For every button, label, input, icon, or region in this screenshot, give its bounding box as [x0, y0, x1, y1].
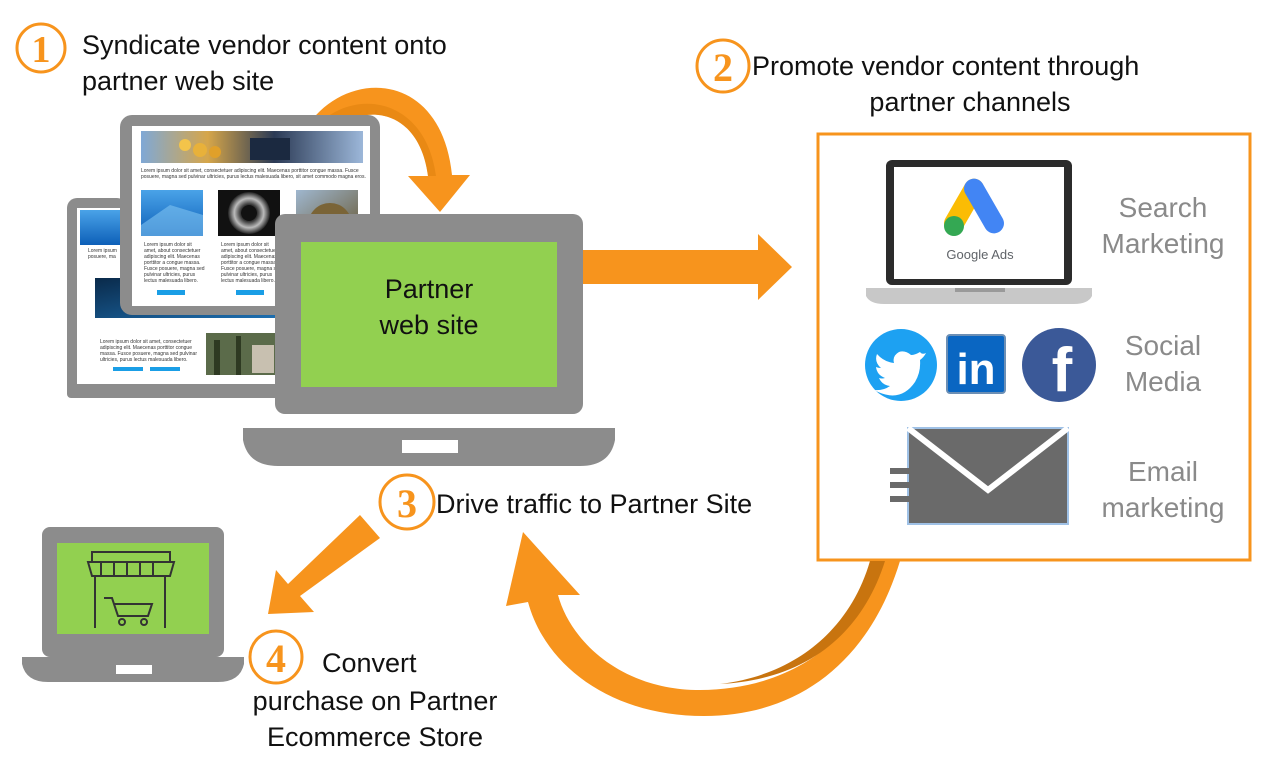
store-laptop — [22, 527, 244, 682]
partner-laptop: Partner web site — [243, 214, 615, 466]
step-number-3: 3 — [397, 481, 417, 526]
mock-lorem-back-3: massa. Fusce posuere, magna sed pulvinar — [100, 351, 197, 357]
mock-col2-line1: Lorem ipsum dolor sit — [221, 242, 269, 248]
envelope-icon — [890, 425, 1070, 525]
mock-col-2: Lorem ipsum dolor sit amet, about consec… — [221, 242, 282, 284]
step-badge-3: 3 — [378, 473, 436, 531]
channel-email-line2: marketing — [1101, 492, 1225, 523]
mock-lorem-wide-1: Lorem ipsum dolor sit amet, consectetuer… — [141, 168, 359, 174]
mock-lorem-stub-1: Lorem ipsum — [88, 248, 117, 254]
mock-col1-line2: amet, about consectetuer — [144, 248, 201, 254]
channel-social-line1: Social — [1124, 330, 1202, 361]
channel-search-line2: Marketing — [1101, 228, 1225, 259]
mock-col1-line6: pulvinar ultricies, purus — [144, 272, 196, 278]
arrow-to-channels — [583, 234, 792, 300]
step2-label-line1: Promote vendor content through — [752, 51, 1140, 81]
curved-arrow-step3 — [506, 532, 900, 716]
twitter-icon — [865, 329, 937, 401]
mock-col1-line5: Fusce posuere, magna sed — [144, 266, 205, 272]
mock-lorem-stub-2: posuere, ma — [88, 254, 116, 260]
linkedin-glyph: in — [956, 345, 995, 394]
mock-lorem-back-1: Lorem ipsum dolor sit amet, consectetuer — [100, 339, 192, 345]
step-number-4: 4 — [266, 636, 286, 681]
mock-col1-line1: Lorem ipsum dolor sit — [144, 242, 192, 248]
mock-lorem-back-2: adipiscing elit. Maecenas porttitor cong… — [100, 345, 192, 351]
step-number-2: 2 — [713, 45, 733, 90]
linkedin-icon: in — [946, 334, 1006, 394]
store-cart-icon — [86, 551, 176, 628]
step3-label: Drive traffic to Partner Site — [436, 489, 753, 519]
facebook-icon: f — [1022, 328, 1096, 405]
mock-col2-line4: porttitor a congue massa. — [221, 260, 277, 266]
step4-label-line2: purchase on Partner — [252, 686, 498, 716]
mock-col2-line7: lectus malesuada libero. — [221, 278, 275, 284]
step-badge-2: 2 — [695, 38, 751, 94]
mock-col2-line2: amet, about consectetuer — [221, 248, 278, 254]
step-badge-1: 1 — [15, 22, 67, 74]
partner-laptop-screen — [301, 242, 557, 387]
mock-col-1: Lorem ipsum dolor sit amet, about consec… — [144, 242, 205, 284]
google-ads-brand: Google Ads — [946, 247, 1014, 262]
mock-col1-line4: porttitor a congue massa. — [144, 260, 200, 266]
mock-lorem-wide-2: posuere, magna sed pulvinar ultricies, p… — [141, 174, 366, 180]
step4-label-line3: Ecommerce Store — [266, 722, 484, 752]
mock-lorem-back-4: ultricies, purus lectus malesuada libero… — [100, 357, 188, 363]
arrow-to-store — [268, 515, 380, 614]
mock-col2-line5: Fusce posuere, magna sed — [221, 266, 282, 272]
partner-laptop-trackpad — [402, 440, 458, 453]
mock-col2-line6: pulvinar ultricies, purus — [221, 272, 273, 278]
mock-col2-line3: adipiscing elit. Maecenas — [221, 254, 277, 260]
step-number-1: 1 — [32, 29, 51, 71]
facebook-glyph: f — [1052, 336, 1073, 405]
step1-label-line2: partner web site — [82, 66, 275, 96]
step2-label-line2: partner channels — [869, 87, 1071, 117]
step1-label-line1: Syndicate vendor content onto — [82, 30, 447, 60]
partner-site-label-line1: Partner — [385, 274, 474, 304]
store-laptop-screen — [57, 543, 209, 634]
channel-social-line2: Media — [1124, 366, 1202, 397]
step-badge-4: 4 — [248, 629, 304, 685]
mock-col1-line7: lectus malesuada libero. — [144, 278, 198, 284]
partner-site-label-line2: web site — [378, 310, 478, 340]
channel-search-line1: Search — [1118, 192, 1208, 223]
channel-email-line1: Email — [1127, 456, 1198, 487]
mock-col1-line3: adipiscing elit. Maecenas — [144, 254, 200, 260]
google-ads-laptop-icon: Google Ads — [866, 160, 1092, 304]
step4-label-line1: Convert — [322, 648, 417, 678]
